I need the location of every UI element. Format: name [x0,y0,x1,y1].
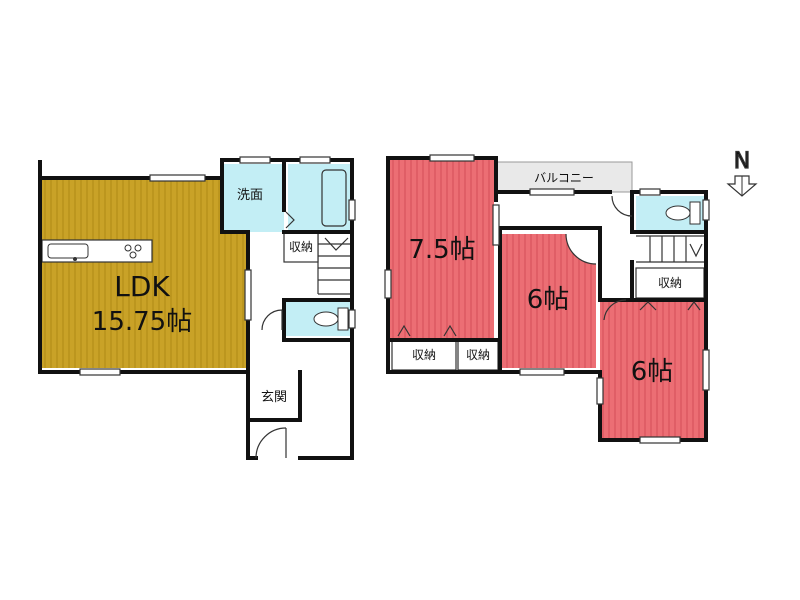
bathtub [321,169,347,227]
room-7-5-label: 7.5帖 [408,235,475,265]
ldk-size-label: 15.75帖 [92,307,192,337]
floor-1: LDK 15.75帖 洗面 収納 玄関 [38,156,356,460]
room-6-b [600,300,704,438]
room-7-5 [390,160,494,340]
windows-2f [384,154,710,444]
ldk-label: LDK [114,270,170,303]
toilet-bowl-icon [313,307,349,331]
stairs-2f [636,235,704,263]
door-swings-1f [255,211,295,459]
toilet-bowl-icon-2f [665,201,701,225]
door-swings-2f [397,195,701,337]
genkan-label: 玄関 [261,390,287,405]
compass-north-icon: N [734,149,750,174]
walls-floor-2 [386,156,708,442]
stairs-1f [317,232,352,295]
storage-2f-b-label: 収納 [466,348,490,362]
balcony-label: バルコニー [534,171,594,185]
room-6-a [500,234,596,368]
balcony [495,161,633,193]
washroom [222,164,284,232]
windows-1f [79,156,356,376]
storage-2f-c-label: 収納 [658,276,682,290]
compass: N [726,148,758,197]
ldk-room [40,178,248,368]
floor-2: 7.5帖 6帖 6帖 バルコニー 収納 収納 収納 [384,154,710,444]
storage-1f-label: 収納 [289,240,313,254]
storage-2f-a-label: 収納 [412,348,436,362]
kitchen-counter [41,239,153,263]
room-6-a-label: 6帖 [527,285,570,315]
room-6-b-label: 6帖 [631,357,674,387]
washroom-label: 洗面 [237,188,263,203]
